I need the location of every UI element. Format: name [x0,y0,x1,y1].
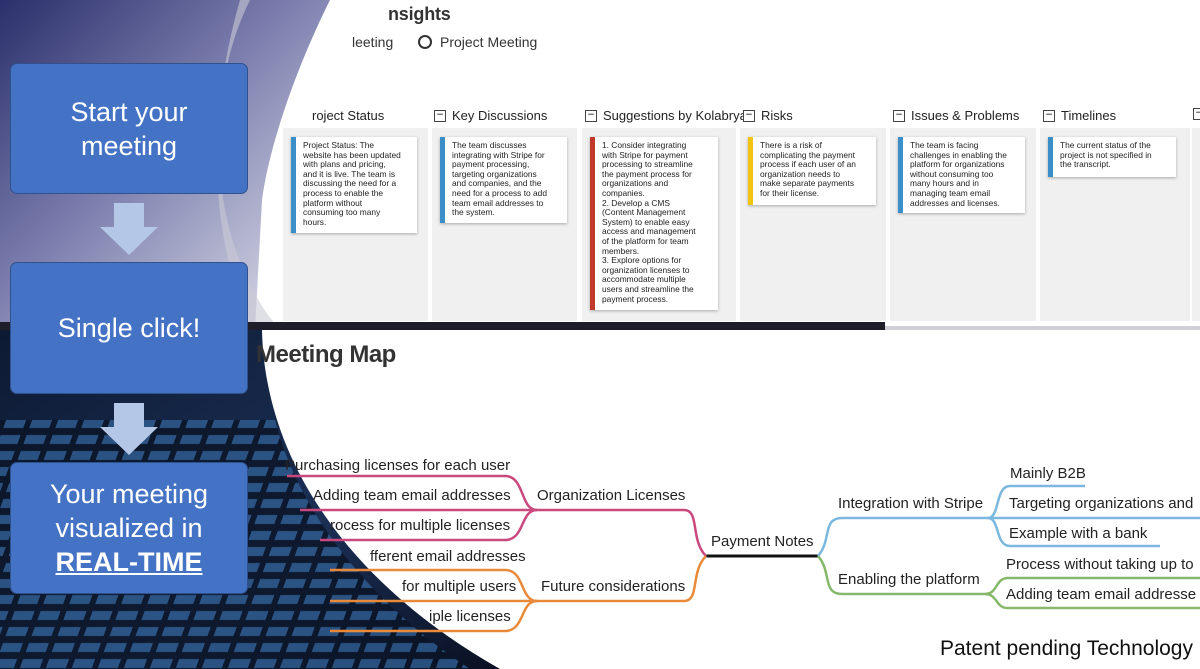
map-leaf[interactable]: for multiple users [402,578,517,595]
map-node-integration-stripe[interactable]: Integration with Stripe [838,495,984,512]
map-leaf[interactable]: Purchasing licenses for each user [285,457,511,474]
radio-label: Project Meeting [440,34,538,50]
branch-future-considerations-connector [330,555,707,633]
map-leaf[interactable]: Adding team email addresse [1006,586,1197,603]
branch-organization-licenses-connector [287,474,707,557]
patent-text: Patent pending Technology [940,637,1193,660]
insights-title: nsights [388,4,451,24]
radio-circle-icon[interactable] [418,35,432,49]
meeting-map-title: Meeting Map [256,341,396,368]
step-start-meeting: Start your meeting [10,63,248,194]
column-header-more: − [1193,108,1200,120]
radio-option-project-meeting[interactable]: Project Meeting [418,34,537,50]
map-leaf[interactable]: Example with a bank [1009,525,1148,542]
column-more [1192,128,1200,321]
column-header-project-status: roject Status [312,108,385,123]
radio-option-meeting[interactable]: leeting [352,34,393,50]
collapse-icon[interactable]: − [743,109,755,122]
collapse-icon[interactable]: − [585,109,597,122]
map-node-enabling-platform[interactable]: Enabling the platform [838,571,980,588]
map-leaf[interactable]: iple licenses [429,608,511,625]
branch-integration-stripe-connector [817,484,1200,557]
collapse-icon[interactable]: − [893,109,905,122]
map-leaf[interactable]: Mainly B2B [1010,465,1086,482]
map-node-future-considerations[interactable]: Future considerations [541,578,686,595]
map-root-node[interactable]: Payment Notes [711,533,814,550]
radio-label: leeting [352,34,394,50]
column-header-risks: − Risks [743,108,793,123]
column-header-issues: − Issues & Problems [893,108,1019,123]
map-node-organization-licenses[interactable]: Organization Licenses [537,487,686,504]
collapse-icon[interactable]: − [434,109,446,122]
realtime-emphasis: REAL-TIME [55,547,203,577]
branch-enabling-platform-connector [817,555,1200,610]
column-header-key-discussions: − Key Discussions [434,108,547,123]
map-leaf[interactable]: Process without taking up to [1006,556,1194,573]
arrow-down-icon [100,203,158,255]
map-leaf[interactable]: Adding team email addresses [313,487,511,504]
map-leaf[interactable]: rocess for multiple licenses [330,517,511,534]
arrow-down-icon [100,403,158,455]
step-visualized-realtime: Your meeting visualized in REAL-TIME [10,462,248,594]
step-single-click: Single click! [10,262,248,394]
map-leaf[interactable]: fferent email addresses [370,548,526,565]
collapse-icon[interactable]: − [1043,109,1055,122]
map-leaf[interactable]: Targeting organizations and [1009,495,1194,512]
column-header-suggestions: − Suggestions by Kolabrya [585,108,747,123]
collapse-icon[interactable]: − [1193,108,1200,120]
column-header-timelines: − Timelines [1043,108,1116,123]
